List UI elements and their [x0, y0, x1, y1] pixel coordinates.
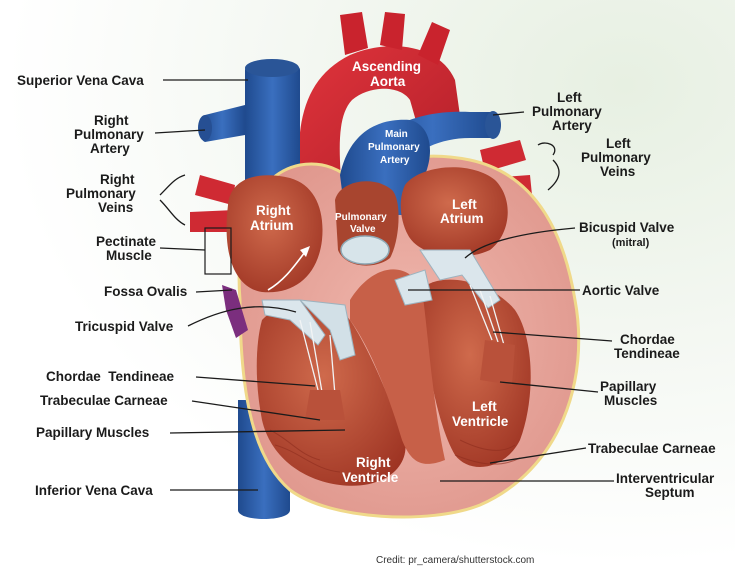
svg-text:Pulmonary: Pulmonary — [335, 212, 387, 223]
svg-text:Chordae: Chordae — [620, 332, 675, 347]
label-inferior-vena-cava: Inferior Vena Cava — [35, 483, 153, 498]
svg-text:Veins: Veins — [98, 200, 133, 215]
svg-text:Right: Right — [356, 455, 391, 470]
svg-text:Left: Left — [452, 197, 477, 212]
label-trabeculae-carneae-right: Trabeculae Carneae — [588, 441, 716, 456]
svg-text:Artery: Artery — [380, 155, 410, 166]
label-left-pulmonary-artery: Left Pulmonary Artery — [532, 90, 602, 133]
svg-text:Pulmonary: Pulmonary — [368, 142, 420, 153]
svg-text:Left: Left — [557, 90, 582, 105]
label-aortic-valve: Aortic Valve — [582, 283, 660, 298]
svg-text:Pulmonary: Pulmonary — [532, 104, 602, 119]
svg-text:Right: Right — [256, 203, 291, 218]
svg-text:Pulmonary: Pulmonary — [66, 186, 136, 201]
papillary-muscle-right — [305, 390, 345, 420]
svg-text:Artery: Artery — [552, 118, 592, 133]
svg-text:Atrium: Atrium — [440, 211, 484, 226]
svg-text:Left: Left — [606, 136, 631, 151]
label-fossa-ovalis: Fossa Ovalis — [104, 284, 187, 299]
label-chordae-tendineae-right: Chordae Tendineae — [614, 332, 680, 361]
label-superior-vena-cava: Superior Vena Cava — [17, 73, 144, 88]
aortic-branch — [340, 12, 368, 55]
svg-text:Tendineae: Tendineae — [614, 346, 680, 361]
svg-text:Right: Right — [100, 172, 135, 187]
label-right-pulmonary-artery: Right Pulmonary Artery — [74, 113, 144, 156]
label-bicuspid-valve: Bicuspid Valve — [579, 220, 675, 235]
papillary-muscle-left — [480, 340, 515, 385]
label-right-atrium: Right Atrium — [250, 203, 294, 233]
label-papillary-muscles-right: Papillary Muscles — [600, 379, 657, 408]
svg-text:Interventricular: Interventricular — [616, 471, 715, 486]
left-pulmonary-artery-opening — [485, 111, 501, 139]
svg-text:Muscles: Muscles — [604, 393, 657, 408]
svg-text:Valve: Valve — [350, 224, 376, 235]
svg-text:Pulmonary: Pulmonary — [581, 150, 651, 165]
svg-text:Artery: Artery — [90, 141, 130, 156]
svg-text:Atrium: Atrium — [250, 218, 294, 233]
right-pulmonary-artery-opening — [198, 115, 212, 141]
pulmonary-valve — [341, 236, 389, 264]
label-pectinate-muscle: Pectinate Muscle — [96, 234, 157, 263]
svg-text:Ventricle: Ventricle — [452, 414, 509, 429]
label-trabeculae-carneae-left: Trabeculae Carneae — [40, 393, 168, 408]
svg-text:Right: Right — [94, 113, 129, 128]
svg-text:Left: Left — [472, 399, 497, 414]
label-chordae-tendineae-left: Chordae Tendineae — [46, 369, 175, 384]
svg-text:Ventricle: Ventricle — [342, 470, 399, 485]
svg-text:Pulmonary: Pulmonary — [74, 127, 144, 142]
svg-text:Papillary: Papillary — [600, 379, 657, 394]
right-atrium-chamber — [227, 175, 323, 292]
svg-text:Muscle: Muscle — [106, 248, 152, 263]
label-interventricular-septum: Interventricular Septum — [616, 471, 715, 500]
aortic-branch — [380, 12, 405, 50]
svg-text:Main: Main — [385, 129, 408, 140]
label-tricuspid-valve: Tricuspid Valve — [75, 319, 174, 334]
svg-text:Ascending: Ascending — [352, 59, 421, 74]
label-bicuspid-valve-sub: (mitral) — [612, 237, 650, 249]
svc-opening — [245, 59, 299, 77]
label-papillary-muscles-left: Papillary Muscles — [36, 425, 149, 440]
svg-text:Septum: Septum — [645, 485, 695, 500]
svg-text:Veins: Veins — [600, 164, 635, 179]
label-left-pulmonary-veins: Left Pulmonary Veins — [581, 136, 651, 179]
label-right-pulmonary-veins: Right Pulmonary Veins — [66, 172, 136, 215]
credit-text: Credit: pr_camera/shutterstock.com — [376, 555, 534, 566]
svg-text:Pectinate: Pectinate — [96, 234, 157, 249]
svg-text:Aorta: Aorta — [370, 74, 406, 89]
